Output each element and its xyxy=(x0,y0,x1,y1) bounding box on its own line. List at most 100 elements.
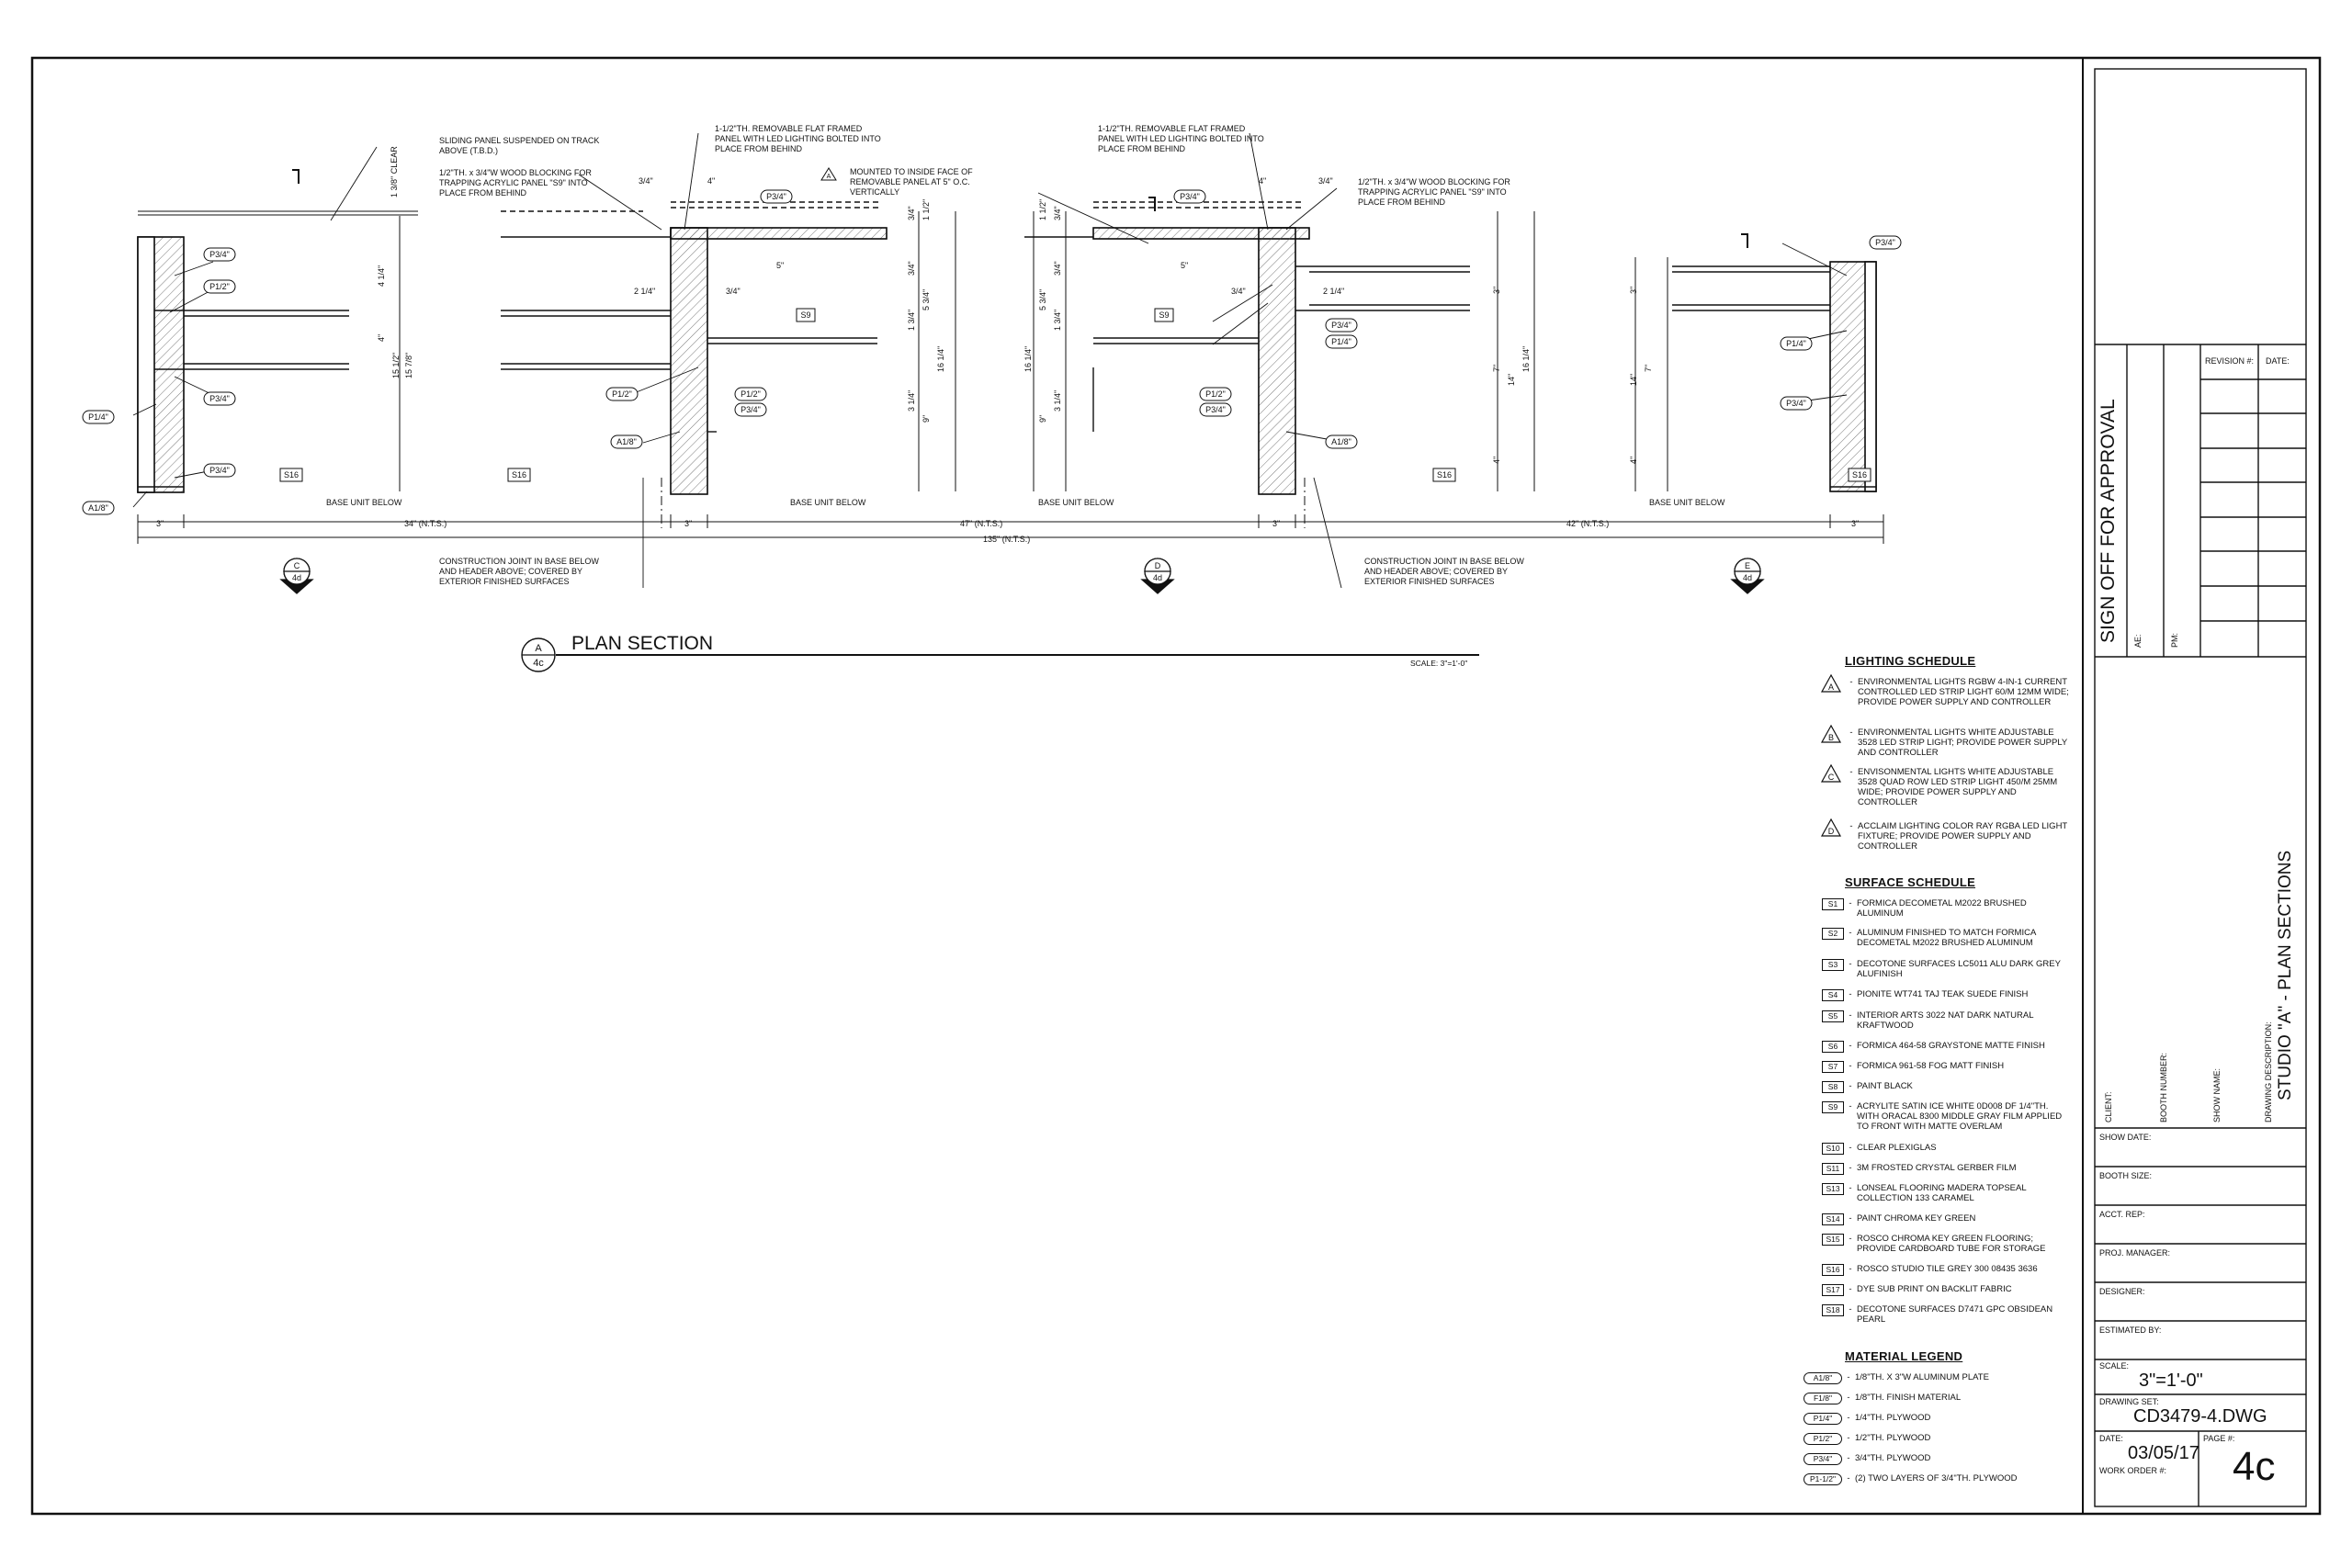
unit-2 xyxy=(501,201,888,495)
tag-p34-3: P3/4" xyxy=(209,466,230,475)
acct-rep-label: ACCT. REP: xyxy=(2099,1210,2145,1219)
tag-p34-1: P3/4" xyxy=(209,250,230,259)
marker-d-sheet: 4d xyxy=(1153,573,1162,582)
tag-p34-9: P3/4" xyxy=(1875,238,1895,247)
dim-3-4-a: 3/4" xyxy=(639,176,653,186)
dim-16-14-c: 16 1/4" xyxy=(1521,346,1531,372)
marker-e-letter: E xyxy=(1745,561,1750,570)
lighting-schedule-title: LIGHTING SCHEDULE xyxy=(1845,654,1976,668)
material-item: P3/4"-3/4"TH. PLYWOOD xyxy=(1804,1453,2071,1465)
surface-schedule-title: SURFACE SCHEDULE xyxy=(1845,875,1976,889)
dim-total: 135" (N.T.S.) xyxy=(983,535,1030,544)
dim-4-14: 4 1/4" xyxy=(377,265,386,287)
note-removable-panel-1: 1-1/2"TH. REMOVABLE FLAT FRAMED PANEL WI… xyxy=(715,124,881,153)
surface-item: S10-CLEAR PLEXIGLAS xyxy=(1822,1143,2073,1155)
lighting-item: -ENVIRONMENTAL LIGHTS WHITE ADJUSTABLE 3… xyxy=(1849,728,2068,758)
proj-manager-label: PROJ. MANAGER: xyxy=(2099,1248,2171,1258)
marker-c-sheet: 4d xyxy=(292,573,301,582)
sign-off-approval: SIGN OFF FOR APPROVAL xyxy=(2098,399,2119,643)
booth-size-label: BOOTH SIZE: xyxy=(2099,1171,2153,1180)
note-sliding-panel: SLIDING PANEL SUSPENDED ON TRACK ABOVE (… xyxy=(439,136,600,155)
tag-p12-2: P1/2" xyxy=(612,389,632,399)
unit-3 xyxy=(1024,201,1470,495)
plan-section-drawing xyxy=(132,132,1884,589)
estimated-by-label: ESTIMATED BY: xyxy=(2099,1325,2162,1335)
base-unit-below-2: BASE UNIT BELOW xyxy=(790,498,866,507)
surface-item: S1-FORMICA DECOMETAL M2022 BRUSHED ALUMI… xyxy=(1822,898,2073,919)
detail-marker-letter: A xyxy=(535,643,542,654)
dim-3-a: 3" xyxy=(156,519,164,528)
dim-3-a-right: 3" xyxy=(1492,287,1501,294)
dim-34: 34" (N.T.S.) xyxy=(404,519,447,528)
tag-p14-1: P1/4" xyxy=(88,412,108,422)
dim-3-4-e: 3/4" xyxy=(907,206,916,220)
tag-a18-2: A1/8" xyxy=(616,437,637,446)
page-label: PAGE #: xyxy=(2203,1434,2235,1443)
tag-p14-2: P1/4" xyxy=(1331,337,1351,346)
section-markers: C 4d D 4d E 4d xyxy=(279,558,1765,594)
tag-s16-1: S16 xyxy=(284,470,299,479)
material-item: F1/8"-1/8"TH. FINISH MATERIAL xyxy=(1804,1393,2071,1404)
drawing-description: STUDIO "A" - PLAN SECTIONS xyxy=(2276,850,2295,1100)
page-title: PLAN SECTION xyxy=(571,633,713,654)
dim-16-14-a: 16 1/4" xyxy=(936,346,945,372)
scale-value: 3"=1'-0" xyxy=(2139,1371,2203,1391)
ae-label: AE: xyxy=(2133,634,2143,648)
lighting-tag-a: A xyxy=(1828,682,1834,692)
dim-3-14-a: 3 1/4" xyxy=(907,390,916,412)
tag-a18-1: A1/8" xyxy=(88,503,108,513)
material-item: P1/4"-1/4"TH. PLYWOOD xyxy=(1804,1413,2071,1425)
tag-s9-1: S9 xyxy=(800,310,810,320)
drawing-set-label: DRAWING SET: xyxy=(2099,1397,2159,1406)
tag-s9-2: S9 xyxy=(1159,310,1169,320)
lighting-item: -ENVISONMENTAL LIGHTS WHITE ADJUSTABLE 3… xyxy=(1849,767,2058,807)
clear-dim: 1 3/8" CLEAR xyxy=(390,146,399,197)
booth-number-label: BOOTH NUMBER: xyxy=(2159,1052,2168,1122)
marker-d-letter: D xyxy=(1155,561,1161,570)
note-construction-joint-2: CONSTRUCTION JOINT IN BASE BELOW AND HEA… xyxy=(1364,557,1524,586)
dim-3-4-g: 3/4" xyxy=(1053,206,1062,220)
page-value: 4c xyxy=(2233,1444,2276,1489)
date-label: DATE: xyxy=(2099,1434,2123,1443)
dim-5-34-b: 5 3/4" xyxy=(1038,289,1047,310)
tag-p34-8: P3/4" xyxy=(1331,321,1351,330)
lighting-item: -ENVIRONMENTAL LIGHTS RGBW 4-IN-1 CURREN… xyxy=(1849,677,2069,707)
surface-schedule-list: S1-FORMICA DECOMETAL M2022 BRUSHED ALUMI… xyxy=(1822,898,2075,1330)
scale-note: SCALE: 3"=1'-0" xyxy=(1410,659,1467,668)
dim-7-a: 7" xyxy=(1492,365,1501,372)
surface-item: S4-PIONITE WT741 TAJ TEAK SUEDE FINISH xyxy=(1822,989,2073,1001)
drawing-description-label: DRAWING DESCRIPTION: xyxy=(2264,1021,2273,1122)
lighting-tag-triangles xyxy=(1820,673,1842,837)
dim-47: 47" (N.T.S.) xyxy=(960,519,1002,528)
dim-3-b: 3" xyxy=(684,519,692,528)
note-wood-blocking-right: 1/2"TH. x 3/4"W WOOD BLOCKING FOR TRAPPI… xyxy=(1358,177,1510,207)
dim-4-e: 4" xyxy=(1629,457,1638,464)
lighting-item: -ACCLAIM LIGHTING COLOR RAY RGBA LED LIG… xyxy=(1849,821,2068,852)
surface-item: S11-3M FROSTED CRYSTAL GERBER FILM xyxy=(1822,1163,2073,1175)
surface-item: S8-PAINT BLACK xyxy=(1822,1081,2073,1093)
lighting-tag-d: D xyxy=(1828,827,1835,836)
work-order-label: WORK ORDER #: xyxy=(2099,1466,2167,1475)
tag-light-a: A xyxy=(827,174,831,180)
dim-3-14-b: 3 1/4" xyxy=(1053,390,1062,412)
note-mounted: MOUNTED TO INSIDE FACE OF REMOVABLE PANE… xyxy=(850,167,973,197)
tag-p34-6: P3/4" xyxy=(1180,192,1200,201)
show-date-label: SHOW DATE: xyxy=(2099,1133,2152,1142)
marker-e-sheet: 4d xyxy=(1743,573,1752,582)
dim-1-12-b: 1 1/2" xyxy=(1038,199,1047,220)
dim-3-4-f: 3/4" xyxy=(907,261,916,276)
tag-p12-4: P1/2" xyxy=(1205,389,1226,399)
surface-item: S13-LONSEAL FLOORING MADERA TOPSEAL COLL… xyxy=(1822,1183,2073,1203)
material-item: P1-1/2"-(2) TWO LAYERS OF 3/4"TH. PLYWOO… xyxy=(1804,1473,2071,1485)
tag-p34-2: P3/4" xyxy=(209,394,230,403)
show-name-label: SHOW NAME: xyxy=(2212,1067,2222,1122)
tag-p34-10: P3/4" xyxy=(1786,399,1806,408)
dim-4-b: 4" xyxy=(1259,176,1266,186)
note-construction-joint-1: CONSTRUCTION JOINT IN BASE BELOW AND HEA… xyxy=(439,557,599,586)
marker-c-letter: C xyxy=(294,561,300,570)
dim-3-4-c: 3/4" xyxy=(1231,287,1246,296)
drawing-set-value: CD3479-4.DWG xyxy=(2133,1406,2267,1427)
revision-date-label: DATE: xyxy=(2266,356,2290,366)
date-value: 03/05/17 xyxy=(2128,1443,2199,1463)
